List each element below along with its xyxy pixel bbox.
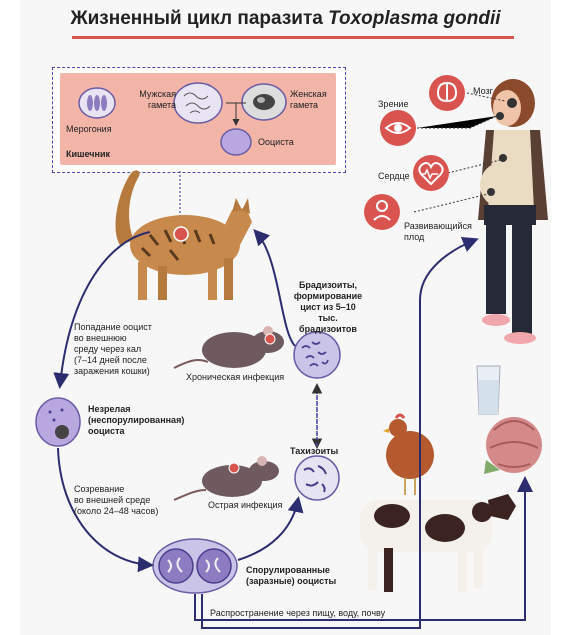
acute-infection-label: Острая инфекция (208, 500, 282, 511)
sporulated-line2: (заразные) ооцисты (246, 576, 336, 586)
heart-label: Сердце (378, 171, 410, 182)
immature-line2: (неспорулированная) (88, 415, 184, 425)
release-line5: заражения кошки) (74, 366, 150, 376)
immature-oocyst-label: Незрелая (неспорулированная) ооциста (88, 404, 184, 437)
release-line4: (7–14 дней после (74, 355, 147, 365)
fetus-line2: плод (404, 232, 424, 242)
bradyzoites-line1: Брадизоиты, (299, 280, 357, 290)
oocyst-icon (221, 129, 251, 155)
rat-chronic-illustration (174, 326, 284, 368)
water-glass-icon (477, 366, 500, 414)
cat-illustration (116, 170, 252, 300)
female-gamete-icon (242, 84, 286, 120)
sporulated-label: Спорулированные (заразные) ооцисты (246, 565, 336, 587)
maturation-label: Созревание во внешней среде (около 24–48… (74, 484, 158, 517)
bradyzoites-label: Брадизоиты, формирование цист из 5–10 ты… (290, 280, 366, 335)
maturation-line1: Созревание (74, 484, 124, 494)
male-gamete-label: Мужская гамета (134, 89, 176, 111)
sporulated-oocysts-icon (153, 539, 237, 593)
maturation-line2: во внешней среде (74, 495, 150, 505)
bradyzoites-line2: формирование (294, 291, 362, 301)
bradyzoites-line3: цист из 5–10 тыс. (300, 302, 356, 323)
brain-label: Мозг (473, 86, 493, 97)
chicken-illustration (383, 415, 434, 495)
release-line2: во внешнюю (74, 333, 127, 343)
immature-oocyst-icon (36, 398, 80, 446)
tachyzoites-label: Тахизоиты (290, 446, 338, 457)
female-gamete-line1: Женская (290, 89, 327, 99)
cabbage-illustration (484, 417, 542, 474)
rat-acute-illustration (174, 456, 279, 500)
brain-icon (429, 75, 465, 111)
chronic-infection-label: Хроническая инфекция (186, 372, 284, 383)
fusion-connector (226, 103, 236, 118)
sporulated-line1: Спорулированные (246, 565, 330, 575)
bradyzoite-cyst-icon (294, 332, 340, 378)
male-gamete-line1: Мужская (139, 89, 176, 99)
immature-line3: ооциста (88, 426, 124, 436)
merogony-icon (79, 88, 115, 118)
intestine-label: Кишечник (66, 149, 110, 160)
male-gamete-line2: гамета (148, 100, 176, 110)
vision-label: Зрение (378, 99, 408, 110)
release-label: Попадание ооцист во внешнюю среду через … (74, 322, 152, 377)
female-gamete-label: Женская гамета (290, 89, 327, 111)
release-line1: Попадание ооцист (74, 322, 152, 332)
tachyzoite-icon (295, 456, 339, 500)
maturation-line3: (около 24–48 часов) (74, 506, 158, 516)
cow-illustration (360, 494, 516, 592)
immature-line1: Незрелая (88, 404, 130, 414)
male-gamete-icon (174, 83, 222, 123)
heart-icon (413, 155, 449, 191)
female-gamete-line2: гамета (290, 100, 318, 110)
release-line3: среду через кал (74, 344, 141, 354)
fetus-icon (364, 194, 400, 230)
fetus-line1: Развивающийся (404, 221, 472, 231)
fetus-label: Развивающийся плод (404, 221, 472, 243)
oocyst-label: Ооциста (258, 137, 294, 148)
bradyzoites-line4: брадизоитов (299, 324, 357, 334)
eye-icon (380, 110, 416, 146)
spread-label: Распространение через пищу, воду, почву (210, 608, 385, 619)
merogony-label: Мерогония (66, 124, 112, 135)
